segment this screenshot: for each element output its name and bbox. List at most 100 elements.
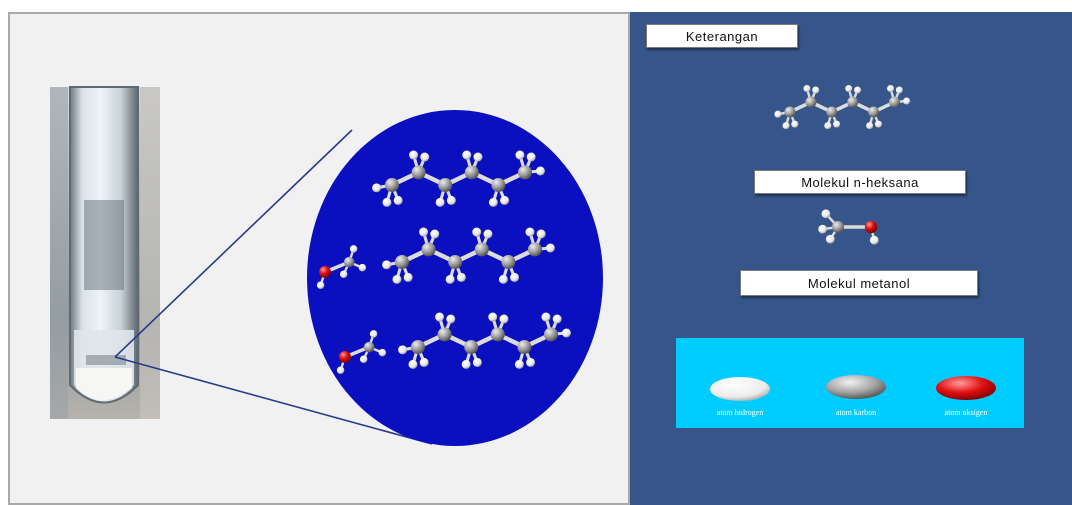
test-tube-photo [50,86,160,419]
carbon-atom [490,327,505,342]
hydrogen-atom [461,359,471,369]
carbon-atom [544,327,558,342]
oxygen-atom [864,220,878,234]
oxygen-atom [339,351,351,363]
carbon-atom [805,96,817,108]
hydrogen-atom [526,357,536,367]
hydrogen-atom [435,197,445,207]
hydrogen-atom [510,272,520,282]
hexane-reference-molecule [774,84,911,130]
hydrogen-atom [825,234,835,244]
carbon-atom [518,165,532,180]
methanol-reference-molecule [818,209,879,245]
carbon-atom [385,178,399,192]
carbon-atom [437,327,452,342]
hydrogen-atom [845,84,853,92]
carbon-atom [395,255,409,269]
zoom-circle [307,110,603,446]
carbon-atom [363,341,375,353]
hydrogen-atom [382,260,392,270]
carbon-atom [847,96,859,108]
hydrogen-atom [446,195,456,205]
hydrogen-atom [462,150,472,160]
hydrogen-atom [378,348,387,357]
hydrogen-atom [887,84,895,92]
legend-title: Keterangan [646,24,798,48]
hydrogen-atom [408,359,418,369]
hydrogen-atom [472,227,482,237]
zoom-molecules [316,150,571,374]
carbon-atom [464,165,479,180]
hydrogen-atom [812,86,820,94]
hydrogen-atom [358,263,367,272]
hydrogen-atom [782,122,790,130]
carbon-atom [517,340,532,354]
hydrogen-atom [774,110,782,118]
hydrogen-atom [515,150,525,160]
hydrogen-atom [803,84,811,92]
hydrogen-atom [821,209,831,219]
hexane-label: Molekul n-heksana [754,170,966,194]
hydrogen-atom [472,357,482,367]
oxygen-legend-label: atom oksigen [944,408,988,417]
hydrogen-atom [903,97,911,105]
hydrogen-atom [403,272,413,282]
hydrogen-atom [430,229,440,239]
zoom-line-top [114,129,353,358]
carbon-atom [784,106,796,118]
methanol-label: Molekul metanol [740,270,978,296]
carbon-atom [448,255,463,269]
hydrogen-atom [818,224,827,234]
hexane-molecule-2 [382,227,555,284]
hydrogen-atom [398,345,408,355]
carbon-atom [868,106,880,118]
hydrogen-atom [393,195,403,205]
hydrogen-atom [561,328,571,338]
hydrogen-atom [316,281,325,289]
hydrogen-atom [545,243,555,253]
hydrogen-atom [435,312,445,322]
hexane-molecule-1 [372,150,545,207]
hydrogen-atom [499,314,509,324]
hydrogen-atom [336,366,345,374]
hydrogen-atom [895,86,903,94]
oxygen-atom [319,266,331,278]
hydrogen-atom [419,227,429,237]
reference-molecules [774,84,911,245]
hydrogen-atom [420,152,430,162]
hydrogen-atom [498,274,508,284]
carbon-atom [832,221,844,233]
hydrogen-atom [514,359,524,369]
hydrogen-atom [488,312,498,322]
hydrogen-atom [791,120,799,128]
hydrogen-atom [874,120,882,128]
hydrogen-legend-label: atom hidrogen [716,408,764,417]
carbon-atom [411,165,426,180]
carbon-atom [343,256,355,268]
hydrogen-atom [488,197,498,207]
hydrogen-atom [446,314,456,324]
carbon-atom [438,178,453,192]
methanol-molecule-1 [316,245,367,289]
carbon-atom [464,340,479,354]
hydrogen-atom [369,330,378,338]
carbon-atom [491,178,506,192]
hydrogen-atom [445,274,455,284]
hydrogen-atom [541,312,551,322]
carbon-atom [421,242,436,257]
hydrogen-atom [382,197,392,207]
hydrogen-atom [409,150,419,160]
hydrogen-atom [473,152,483,162]
hydrogen-atom [392,274,402,284]
hydrogen-atom [854,86,862,94]
methanol-molecule-2 [336,330,387,374]
zoom-line-bottom [114,356,433,445]
hydrogen-atom [552,314,562,324]
carbon-atom [411,340,425,354]
hydrogen-atom [866,122,874,130]
hydrogen-atom [833,120,841,128]
hydrogen-atom [456,272,466,282]
carbon-atom [528,242,542,257]
